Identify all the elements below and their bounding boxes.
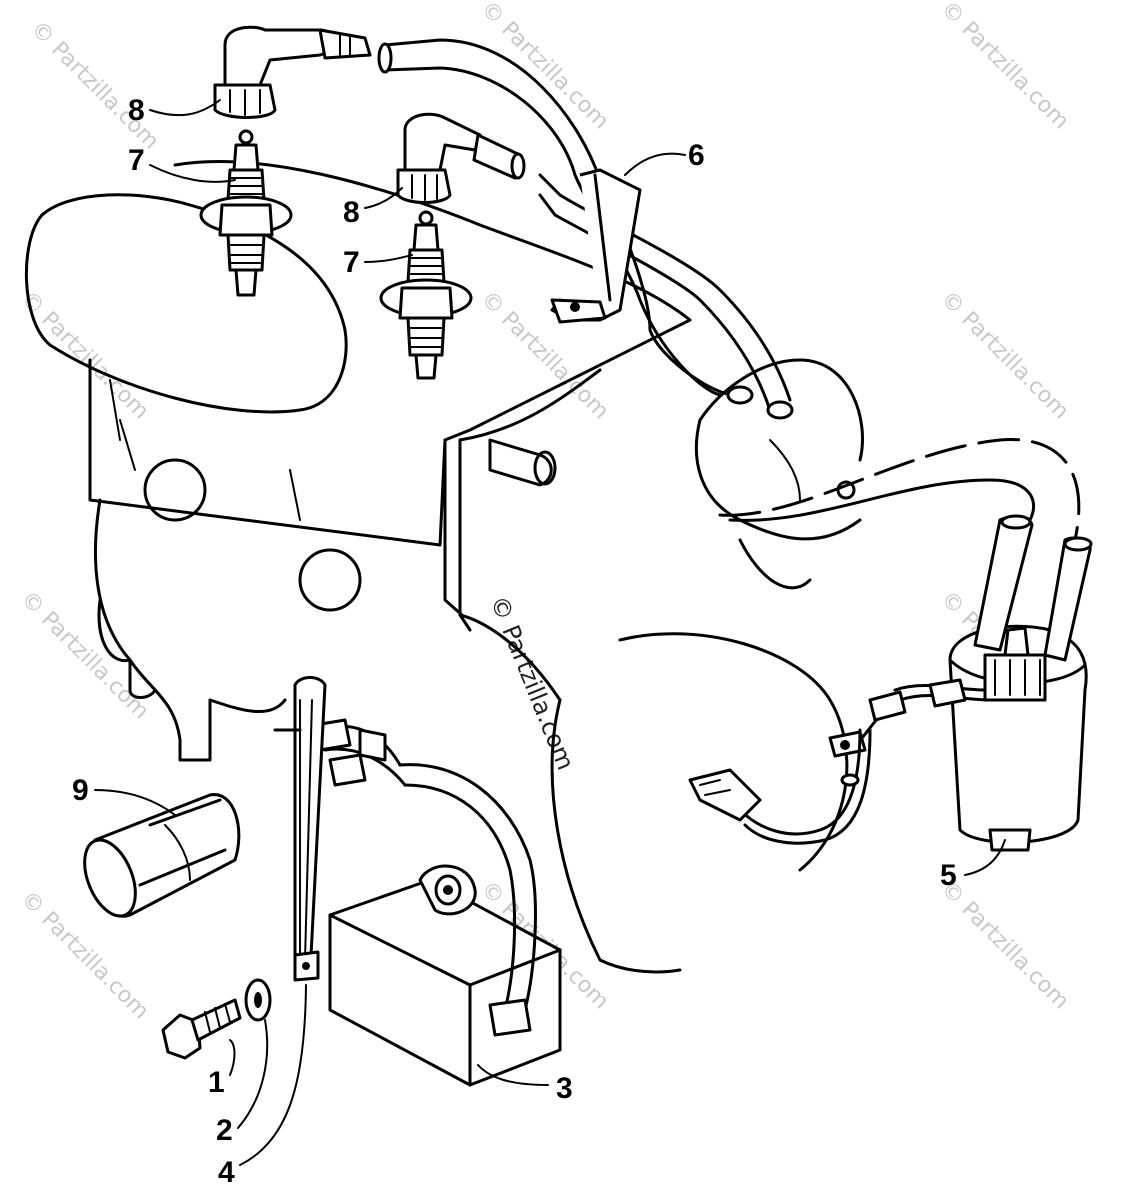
callout-1: 1: [208, 1066, 225, 1099]
leader-line: [94, 789, 176, 816]
mounting-bracket: [273, 676, 327, 982]
leader-line: [364, 187, 403, 209]
callout-5: 5: [940, 859, 957, 892]
callout-8: 8: [128, 94, 145, 127]
callout-4: 4: [218, 1156, 235, 1189]
wire-clamp: [550, 168, 642, 324]
watermark: © Partzilla.com: [476, 0, 614, 134]
watermark-center: © Partzilla.com: [484, 592, 579, 774]
leader-lines: [94, 99, 1006, 1166]
leader-line: [149, 164, 236, 183]
leader-line: [477, 1064, 549, 1086]
spark-plug-cap: [213, 25, 372, 119]
leader-line: [229, 1039, 236, 1076]
callout-2: 2: [216, 1114, 233, 1147]
watermark: © Partzilla.com: [936, 287, 1074, 425]
bolt: [161, 998, 242, 1060]
sleeve: [83, 793, 241, 918]
coil-wire: [718, 438, 1081, 542]
leader-line: [624, 152, 686, 176]
watermark: © Partzilla.com: [16, 287, 154, 425]
callout-3: 3: [556, 1072, 573, 1105]
leader-line: [149, 99, 221, 117]
leader-line: [364, 254, 413, 263]
leader-line: [239, 984, 307, 1166]
callout-8: 8: [343, 196, 360, 229]
spark-plug: [379, 210, 473, 380]
callout-7: 7: [343, 246, 360, 279]
watermark: © Partzilla.com: [936, 0, 1074, 134]
callout-7: 7: [128, 144, 145, 177]
washer: [244, 978, 272, 1022]
watermark: © Partzilla.com: [26, 17, 164, 155]
spark-plug: [199, 129, 293, 297]
ignition-coil: [948, 514, 1093, 852]
leader-line: [964, 839, 1006, 876]
watermark: © Partzilla.com: [936, 877, 1074, 1015]
callouts: 8 7 8 7 6 9 5 3 1 2 4: [72, 94, 957, 1189]
cdi-module: [313, 718, 562, 1087]
callout-6: 6: [688, 139, 705, 172]
spark-plug-cap: [396, 112, 526, 204]
watermark: © Partzilla.com: [16, 587, 154, 725]
leader-line: [237, 1019, 269, 1129]
callout-9: 9: [72, 774, 89, 807]
coil-lead-wires: [688, 678, 992, 845]
